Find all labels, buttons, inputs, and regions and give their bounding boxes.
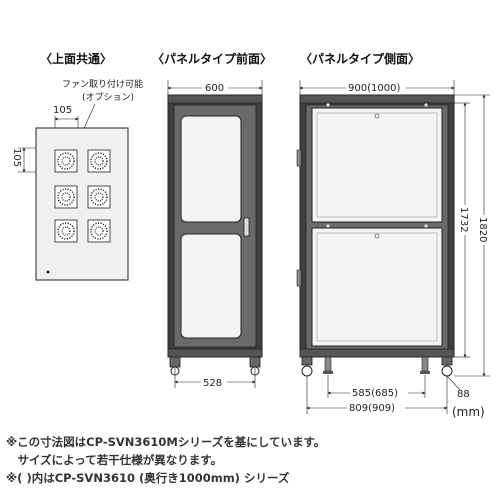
fan-1 — [54, 149, 78, 173]
fan-2 — [87, 149, 111, 173]
top-view: ファン取り付け可能 (オプション) 105 105 — [11, 78, 143, 281]
top-plate — [35, 127, 129, 281]
dim-side-width: 900(1000) — [348, 83, 400, 94]
note-line-1: ※この寸法図はCP-SVN3610Mシリーズを基にしています。 — [6, 435, 326, 449]
unit-label: (mm) — [452, 405, 485, 419]
note-line-3: ※( )内はCP-SVN3610 (奥行き1000mm) シリーズ — [6, 471, 290, 485]
side-panel-upper — [311, 107, 443, 223]
front-view: 600 528 — [167, 80, 263, 389]
dim-top-fan-width: 105 — [53, 105, 72, 116]
dim-caster-span: 585(685) — [352, 388, 398, 399]
note-line-2: サイズによって若干仕様が異なります。 — [6, 453, 223, 467]
front-window-upper — [180, 115, 242, 223]
dim-front-inner: 528 — [203, 378, 222, 389]
fan-label-line2: (オプション) — [82, 92, 134, 103]
dim-side-height-total: 1820 — [477, 217, 488, 242]
fan-5 — [54, 219, 78, 243]
fan-6 — [87, 219, 111, 243]
dim-base-span: 809(909) — [349, 403, 395, 414]
fan-label-line1: ファン取り付け可能 — [62, 78, 143, 90]
front-window-lower — [180, 233, 242, 339]
heading-front-view: 〈パネルタイプ前面〉 — [152, 51, 272, 66]
fan-3 — [54, 185, 78, 209]
dim-side-height-inner: 1732 — [458, 207, 469, 232]
dim-offset: 88 — [457, 389, 470, 400]
side-view: 900(1000) 1732 — [296, 80, 490, 419]
heading-top-view: 〈上面共通〉 — [40, 51, 112, 66]
dim-top-fan-height: 105 — [11, 148, 22, 167]
heading-side-view: 〈パネルタイプ側面〉 — [300, 51, 420, 66]
side-panel-lower — [311, 227, 443, 347]
dim-front-width: 600 — [205, 83, 224, 94]
fan-4 — [87, 185, 111, 209]
door-handle — [243, 217, 250, 237]
